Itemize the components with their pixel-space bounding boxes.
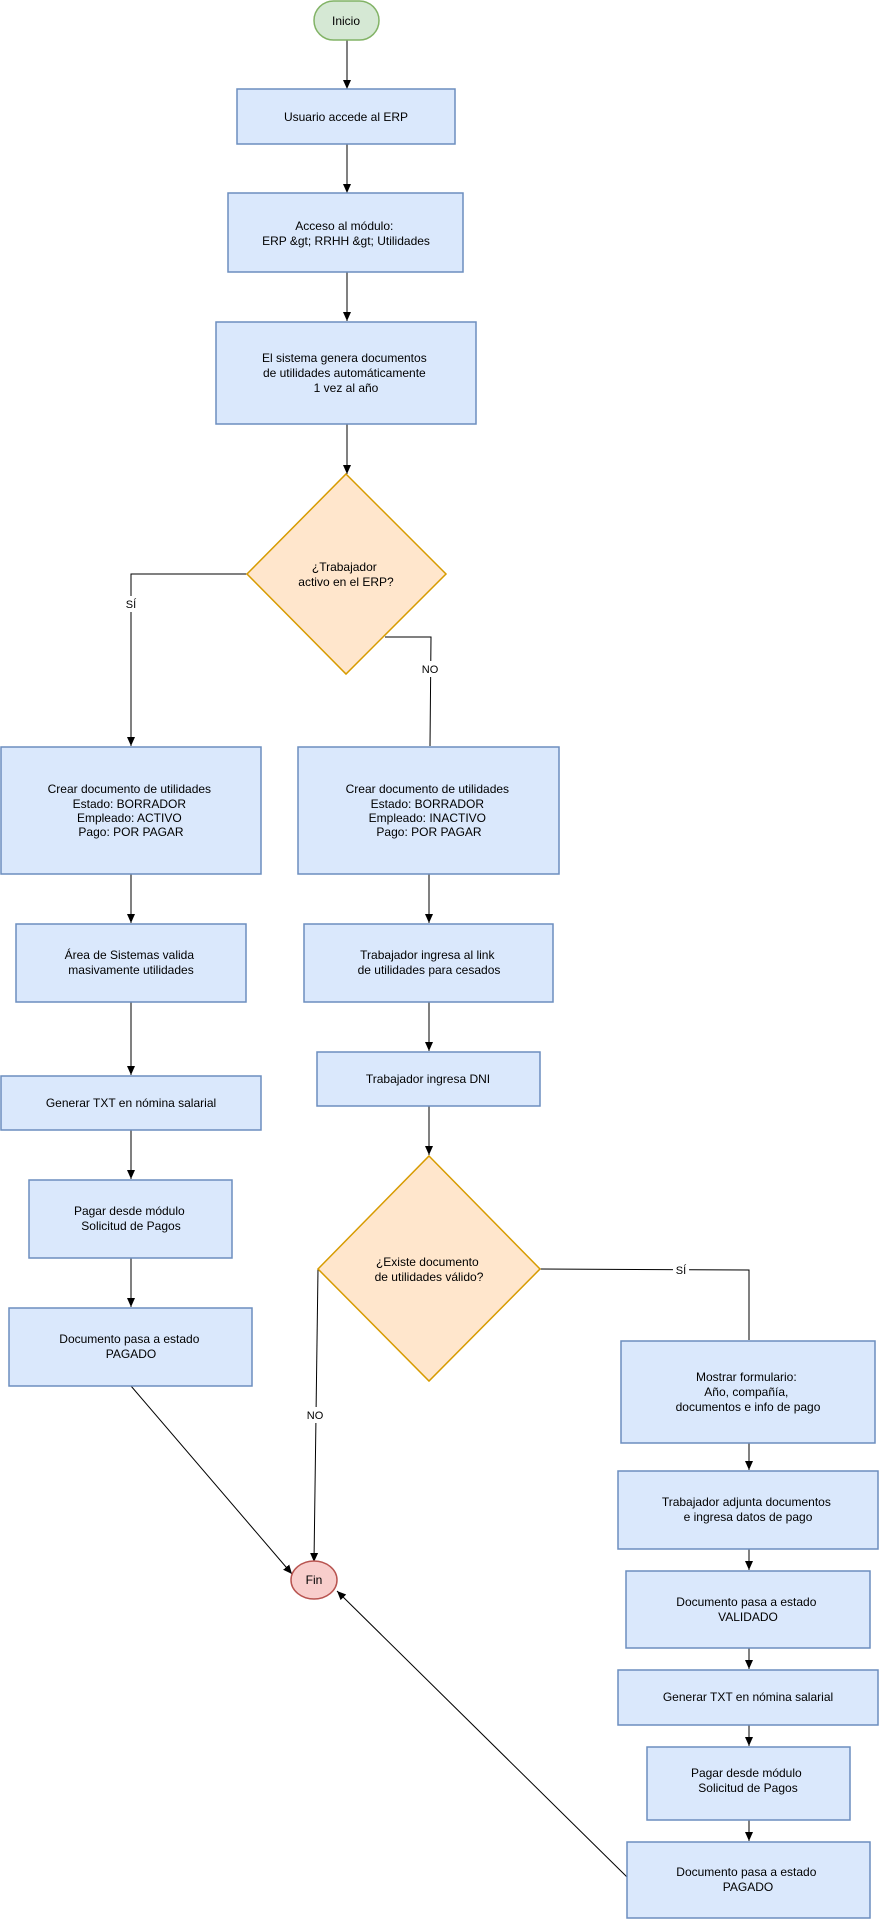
- process-create-active-label: Crear documento de utilidades Estado: BO…: [48, 782, 215, 839]
- edge-label-active-yes: SÍ: [126, 598, 137, 611]
- process-user-access-label: Usuario accede al ERP: [284, 110, 408, 124]
- decision-active-label: ¿Trabajador activo en el ERP?: [298, 560, 394, 589]
- process-generate-txt-right: Generar TXT en nómina salarial: [617, 1669, 879, 1726]
- process-systems-validate: Área de Sistemas valida masivamente util…: [15, 923, 247, 1003]
- edge-label-doc-no: NO: [307, 1410, 324, 1422]
- edge-decision-active-yes: [127, 573, 247, 746]
- process-generate-txt-right-label: Generar TXT en nómina salarial: [663, 1690, 833, 1704]
- process-pay-right: Pagar desde módulo Solicitud de Pagos: [646, 1746, 851, 1821]
- edge-decision-active-no: [385, 636, 432, 747]
- process-paid-right: Documento pasa a estado PAGADO: [626, 1841, 871, 1919]
- edge-decision-doc-yes: [539, 1268, 750, 1340]
- process-paid-right-label: Documento pasa a estado PAGADO: [676, 1865, 819, 1894]
- process-pay-left-label: Pagar desde módulo Solicitud de Pagos: [74, 1204, 188, 1233]
- process-create-inactive-label: Crear documento de utilidades Estado: BO…: [346, 782, 513, 839]
- process-pay-right-label: Pagar desde módulo Solicitud de Pagos: [691, 1766, 805, 1795]
- edge-paid-left-to-fin: [130, 1385, 293, 1575]
- process-validated: Documento pasa a estado VALIDADO: [625, 1570, 871, 1649]
- process-attach-docs-label: Trabajador adjunta documentos e ingresa …: [662, 1495, 834, 1524]
- edge-labels: SÍ NO SÍ NO: [123, 596, 689, 1423]
- process-attach-docs: Trabajador adjunta documentos e ingresa …: [617, 1470, 879, 1550]
- process-create-inactive: Crear documento de utilidades Estado: BO…: [297, 746, 560, 875]
- process-auto-generate-label: El sistema genera documentos de utilidad…: [262, 351, 430, 395]
- process-worker-link: Trabajador ingresa al link de utilidades…: [303, 923, 554, 1003]
- process-paid-left-label: Documento pasa a estado PAGADO: [59, 1332, 202, 1361]
- process-validated-label: Documento pasa a estado VALIDADO: [676, 1595, 819, 1624]
- process-create-active: Crear documento de utilidades Estado: BO…: [0, 746, 262, 875]
- start-node-label: Inicio: [332, 14, 360, 28]
- process-module-access: Acceso al módulo: ERP &gt; RRHH &gt; Uti…: [227, 192, 464, 273]
- end-node-label: Fin: [306, 1573, 323, 1587]
- start-node: Inicio: [313, 0, 380, 41]
- decision-doc-label: ¿Existe documento de utilidades válido?: [375, 1255, 484, 1284]
- edge-label-doc-yes: SÍ: [676, 1264, 687, 1277]
- edges: [127, 40, 753, 1878]
- process-user-access: Usuario accede al ERP: [236, 88, 456, 145]
- edge-label-active-no: NO: [422, 664, 439, 676]
- process-show-form: Mostrar formulario: Año, compañía, docum…: [620, 1340, 876, 1444]
- process-show-form-label: Mostrar formulario: Año, compañía, docum…: [676, 1370, 821, 1414]
- process-worker-dni: Trabajador ingresa DNI: [316, 1051, 541, 1107]
- end-node: Fin: [290, 1560, 338, 1600]
- process-pay-left: Pagar desde módulo Solicitud de Pagos: [28, 1179, 233, 1259]
- process-generate-txt-left-label: Generar TXT en nómina salarial: [46, 1096, 216, 1110]
- process-systems-validate-label: Área de Sistemas valida masivamente util…: [65, 947, 198, 977]
- edge-paid-right-to-fin: [336, 1590, 628, 1878]
- decision-doc: ¿Existe documento de utilidades válido?: [316, 1154, 542, 1383]
- process-worker-link-label: Trabajador ingresa al link de utilidades…: [358, 948, 501, 977]
- decision-active: ¿Trabajador activo en el ERP?: [245, 472, 448, 676]
- process-worker-dni-label: Trabajador ingresa DNI: [366, 1072, 490, 1086]
- process-module-access-label: Acceso al módulo: ERP &gt; RRHH &gt; Uti…: [262, 219, 430, 248]
- process-paid-left: Documento pasa a estado PAGADO: [8, 1307, 253, 1387]
- process-auto-generate: El sistema genera documentos de utilidad…: [215, 321, 477, 425]
- process-generate-txt-left: Generar TXT en nómina salarial: [0, 1075, 262, 1131]
